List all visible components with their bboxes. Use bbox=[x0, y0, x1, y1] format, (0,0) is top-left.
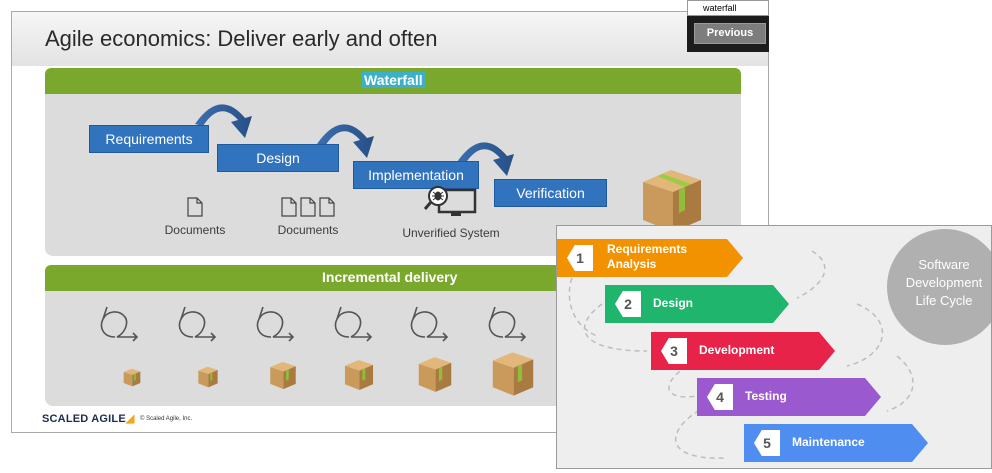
step-label: Development bbox=[699, 343, 775, 357]
iteration-cycle-icon bbox=[410, 306, 449, 342]
logo-text: SCALED AGILE bbox=[42, 413, 126, 425]
step-arrow-shape bbox=[697, 378, 881, 416]
document-icon bbox=[319, 197, 335, 217]
deliverable-caption: Unverified System bbox=[402, 226, 500, 240]
sdlc-step-design: 2 Design bbox=[605, 285, 789, 323]
step-label: Testing bbox=[745, 389, 787, 403]
phase-requirements: Requirements bbox=[89, 125, 209, 153]
sdlc-title-line: Life Cycle bbox=[915, 293, 973, 308]
deliverable-caption: Documents bbox=[164, 223, 226, 237]
package-box-icon bbox=[198, 366, 218, 388]
document-icon bbox=[281, 197, 297, 217]
document-icon bbox=[300, 197, 316, 217]
document-icon bbox=[187, 197, 203, 217]
deliverable-documents-2: Documents bbox=[273, 197, 343, 237]
package-box-icon bbox=[418, 357, 452, 392]
sdlc-image: Software Development Life Cycle 1 Requir… bbox=[556, 225, 992, 469]
previous-button[interactable]: Previous bbox=[694, 23, 766, 44]
search-input[interactable]: waterfall bbox=[687, 0, 769, 16]
sdlc-title: Software Development Life Cycle bbox=[889, 256, 991, 310]
deliverable-caption: Documents bbox=[277, 223, 339, 237]
step-arrow-shape bbox=[744, 424, 928, 462]
sdlc-title-line: Software bbox=[918, 257, 970, 272]
waterfall-header: Waterfall bbox=[45, 68, 741, 94]
step-arrow-shape bbox=[651, 332, 835, 370]
deliverable-documents-1: Documents bbox=[163, 197, 227, 237]
slide: Agile economics: Deliver early and often… bbox=[11, 11, 769, 433]
slide-title: Agile economics: Deliver early and often bbox=[45, 26, 438, 51]
sdlc-title-line: Development bbox=[905, 275, 983, 290]
phase-design: Design bbox=[217, 144, 339, 172]
phase-verification: Verification bbox=[494, 179, 607, 207]
iteration-cycle-icon bbox=[334, 306, 373, 342]
copyright: © Scaled Agile, Inc. bbox=[140, 416, 193, 422]
package-box-icon bbox=[344, 360, 374, 390]
iteration-cycle-icon bbox=[488, 306, 527, 342]
step-label-line: Analysis bbox=[607, 257, 657, 271]
package-box-icon bbox=[492, 352, 534, 396]
phase-implementation: Implementation bbox=[353, 161, 479, 189]
package-box-icon bbox=[270, 361, 296, 390]
sdlc-step-maintenance: 5 Maintenance bbox=[744, 424, 928, 462]
bug-monitor-icon bbox=[421, 184, 481, 220]
iteration-cycle-icon bbox=[256, 306, 295, 342]
sdlc-step-testing: 4 Testing bbox=[697, 378, 881, 416]
search-popup: waterfall Previous bbox=[687, 0, 769, 52]
slide-title-bar: Agile economics: Deliver early and often bbox=[12, 12, 768, 66]
iteration-cycle-icon bbox=[100, 306, 139, 342]
sdlc-title-circle bbox=[887, 229, 991, 345]
iteration-cycle-icon bbox=[178, 306, 217, 342]
step-arrow-shape bbox=[557, 239, 743, 277]
step-label: Maintenance bbox=[792, 435, 865, 449]
logo-mark-icon: ◢ bbox=[125, 413, 135, 425]
incremental-header-label: Incremental delivery bbox=[322, 269, 458, 285]
step-label-line: Requirements bbox=[607, 242, 688, 256]
package-box-icon bbox=[643, 170, 701, 232]
waterfall-panel: Waterfall Requirements Design Implementa… bbox=[45, 68, 741, 256]
step-label: Requirements Analysis bbox=[607, 242, 687, 272]
step-label: Design bbox=[653, 296, 694, 310]
sdlc-step-requirements: 1 Requirements Analysis bbox=[557, 239, 743, 277]
deliverable-unverified-system: Unverified System bbox=[395, 184, 507, 240]
scaled-agile-logo: SCALED AGILE◢ bbox=[42, 412, 135, 425]
sdlc-step-development: 3 Development bbox=[651, 332, 835, 370]
step-arrow-shape bbox=[605, 285, 789, 323]
package-box-icon bbox=[123, 368, 141, 387]
waterfall-header-label: Waterfall bbox=[362, 72, 425, 88]
